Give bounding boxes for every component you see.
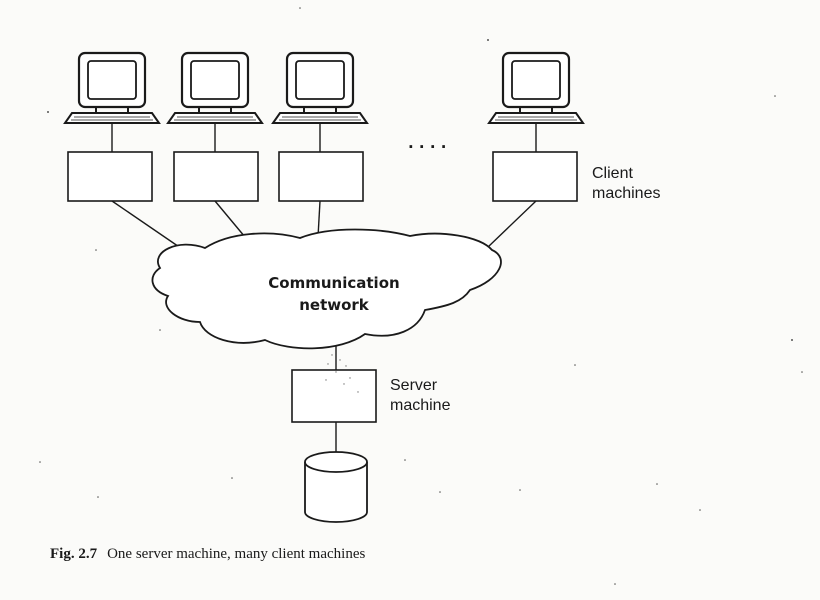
- ellipsis: . . . .: [408, 134, 446, 152]
- server-label-line2: machine: [390, 397, 451, 414]
- figure-caption-text: One server machine, many client machines: [107, 546, 366, 562]
- server-speckles: [325, 354, 359, 393]
- figure-caption: Fig. 2.7 One server machine, many client …: [50, 546, 365, 563]
- client-4: [487, 51, 585, 202]
- desktop-computer-icon: [166, 51, 264, 125]
- client-3: [271, 51, 369, 202]
- network-label-line2: network: [299, 296, 370, 314]
- client-2: [166, 51, 264, 202]
- figure-number: Fig. 2.7: [50, 546, 98, 562]
- desktop-computer-icon: [271, 51, 369, 125]
- client-machines-label-line2: machines: [592, 185, 660, 202]
- network-label-line1: Communication: [268, 274, 399, 292]
- client-machines-label-line1: Client: [592, 165, 633, 182]
- server-label-line1: Server: [390, 377, 438, 394]
- client-1: [63, 51, 161, 202]
- client-box: [492, 151, 578, 202]
- communication-network-cloud: [151, 228, 502, 350]
- scan-speckles: [39, 7, 803, 585]
- client-box: [67, 151, 153, 202]
- client-box: [173, 151, 259, 202]
- desktop-computer-icon: [63, 51, 161, 125]
- client-box: [278, 151, 364, 202]
- database-cylinder-icon: [304, 451, 368, 523]
- desktop-computer-icon: [487, 51, 585, 125]
- server-box: [291, 369, 377, 423]
